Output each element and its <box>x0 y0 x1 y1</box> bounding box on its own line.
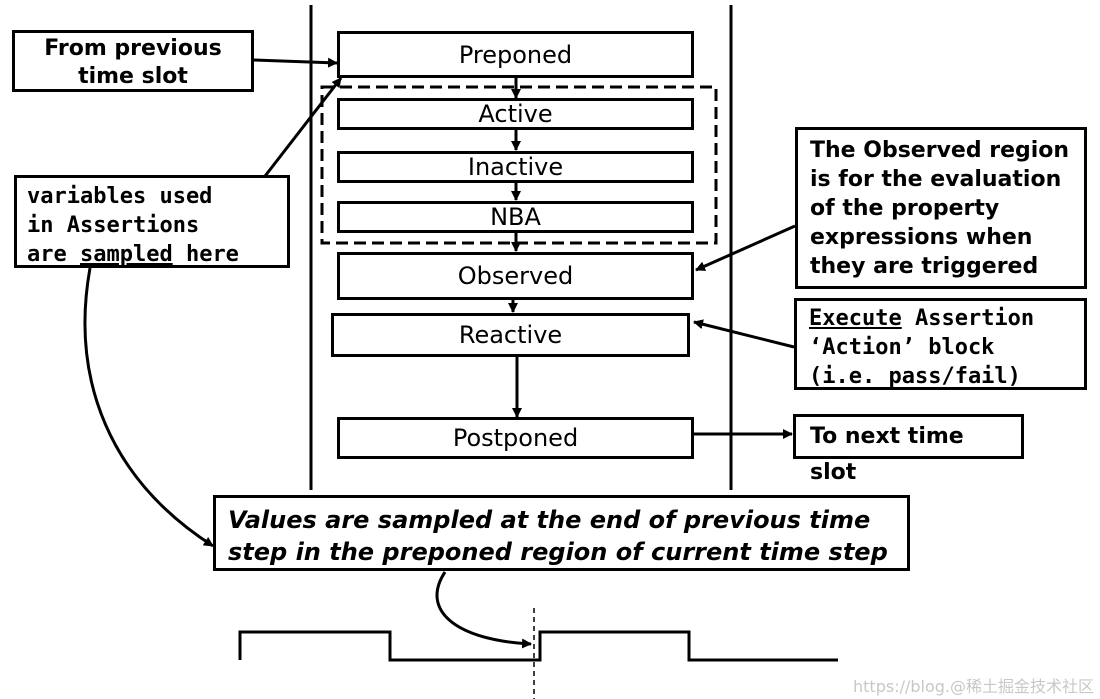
sampled-line-3: are sampled here <box>27 242 239 267</box>
curve-values-to-edge <box>435 571 532 649</box>
region-reactive-label: Reactive <box>458 321 563 349</box>
observed-region-note: The Observed region is for the evaluatio… <box>795 127 1087 289</box>
region-inactive: Inactive <box>337 151 694 183</box>
execute-line: Execute Assertion <box>809 306 1035 331</box>
pass-fail-line: (i.e. pass/fail) <box>809 364 1021 389</box>
region-postponed: Postponed <box>337 417 694 459</box>
region-preponed: Preponed <box>337 31 694 78</box>
to-next-slot-text: To next time slot <box>810 424 964 485</box>
region-nba: NBA <box>337 201 694 233</box>
watermark: https://blog.@稀土掘金技术社区 <box>853 677 1094 696</box>
from-previous-text: From previous time slot <box>44 36 222 89</box>
region-reactive: Reactive <box>331 313 690 357</box>
region-observed: Observed <box>337 252 694 300</box>
sampled-line-2: in Assertions <box>27 213 200 238</box>
region-active-label: Active <box>478 100 553 128</box>
to-next-slot-note: To next time slot <box>793 414 1024 485</box>
region-inactive-label: Inactive <box>467 153 564 181</box>
arrow-from-previous <box>253 57 338 68</box>
region-preponed-label: Preponed <box>458 40 573 69</box>
arrow-note-to-observed <box>695 224 796 272</box>
execute-underlined: Execute <box>809 306 902 331</box>
sampled-line-1: variables used <box>27 184 213 209</box>
curve-sampled-to-values <box>83 267 214 548</box>
region-postponed-label: Postponed <box>452 424 579 452</box>
arrow-note-to-reactive <box>693 319 795 349</box>
values-sampled-text: Values are sampled at the end of previou… <box>228 506 888 566</box>
action-line: ‘Action’ block <box>809 335 995 360</box>
region-active: Active <box>337 98 694 130</box>
from-previous-note: From previous time slot <box>12 30 254 92</box>
clock-waveform <box>238 630 838 662</box>
sampled-note: variables used in Assertions are sampled… <box>14 175 290 268</box>
arrow-sampled-to-preponed <box>260 77 343 181</box>
execute-action-note: Execute Assertion ‘Action’ block (i.e. p… <box>794 298 1087 390</box>
observed-note-text: The Observed region is for the evaluatio… <box>810 138 1070 279</box>
sampled-underlined: sampled <box>79 242 173 267</box>
values-sampled-note: Values are sampled at the end of previou… <box>213 495 910 571</box>
region-nba-label: NBA <box>490 203 541 231</box>
region-observed-label: Observed <box>457 262 574 290</box>
